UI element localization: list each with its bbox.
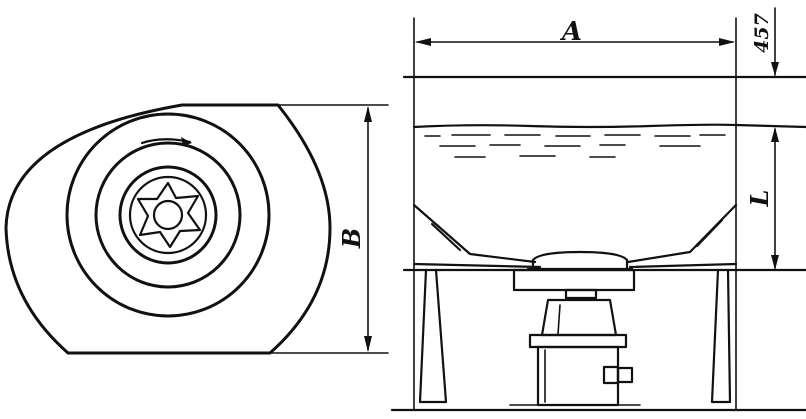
motor-terminal: [616, 366, 634, 384]
outer-ring: [65, 112, 271, 318]
inner-ring: [118, 165, 218, 265]
elevation-view: [390, 7, 806, 412]
rotation-arrowhead-icon: [181, 137, 192, 146]
dimension-a-label: A: [559, 17, 582, 47]
tub-bottom-outer: [412, 203, 537, 264]
water-dashes: [424, 134, 726, 158]
dimension-457-label: 457: [751, 13, 773, 53]
impeller-hub: [152, 199, 184, 231]
water-surface: [412, 123, 806, 129]
dimension-b-label: B: [337, 228, 366, 249]
impeller-disc: [531, 250, 629, 270]
impeller-icon: [136, 181, 202, 249]
middle-ring: [94, 141, 242, 289]
plan-view: [4, 103, 389, 355]
motor-body: [536, 345, 620, 407]
right-leg: [710, 268, 732, 404]
hub-ring: [128, 175, 208, 255]
motor-upper: [540, 298, 618, 337]
housing-outline: [4, 103, 332, 355]
left-leg: [418, 268, 448, 404]
drive-housing: [512, 268, 636, 292]
dimension-l-label: L: [745, 190, 774, 208]
